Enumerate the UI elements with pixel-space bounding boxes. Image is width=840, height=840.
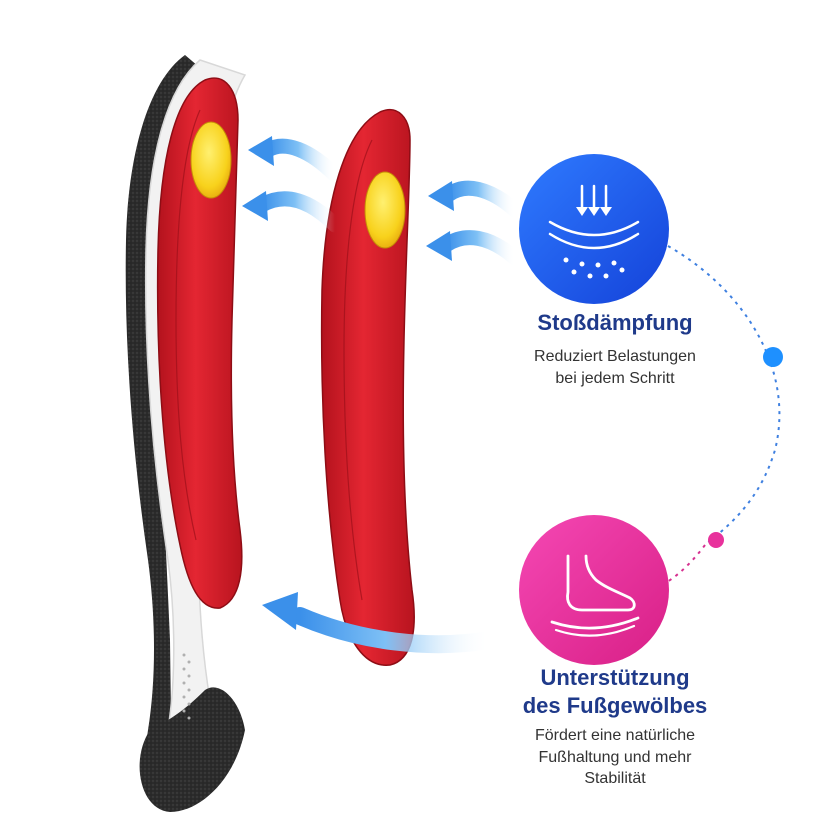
description-line: Fußhaltung und mehr	[538, 748, 692, 766]
insert-heel-pad-yellow	[364, 171, 406, 249]
title-line: Unterstützung	[540, 665, 690, 690]
arrow-right-upper	[428, 180, 523, 218]
arrow-left-lower	[242, 191, 343, 233]
insert-inner-ridge	[343, 139, 373, 601]
description-line: Reduziert Belastungen	[534, 348, 696, 365]
connector-dot-pink	[708, 532, 724, 548]
insole-felt-top	[125, 55, 205, 792]
dotted-connector	[667, 245, 781, 546]
arrow-bottom	[262, 592, 499, 654]
full-insole	[125, 55, 247, 812]
perforation-dots	[182, 653, 191, 720]
foot-arch-icon	[519, 515, 669, 665]
dotted-connector-pink	[661, 544, 706, 586]
feature-title-shock-absorption: Stoßdämpfung	[537, 310, 693, 335]
feature-description-arch-support: Fördert eine natürliche Fußhaltung und m…	[470, 725, 760, 790]
title-line: des Fußgewölbes	[522, 693, 708, 719]
arrow-right-lower	[426, 230, 523, 266]
description-line: Fördert eine natürliche	[534, 727, 696, 744]
feature-title-arch-support: Unterstützung des Fußgewölbes	[450, 664, 780, 720]
heel-pad-yellow	[190, 121, 232, 199]
heel-cup-edge	[139, 687, 245, 812]
connector-dot-blue	[763, 347, 783, 367]
description-line: bei jedem Schritt	[555, 369, 675, 387]
arrow-left-upper	[248, 136, 343, 183]
direction-arrows	[242, 136, 523, 654]
insert-body-red	[320, 109, 415, 666]
description-line: Stabilität	[584, 770, 646, 788]
arch-insert	[320, 109, 415, 666]
arch-inner-ridge	[175, 109, 201, 541]
feature-description-shock-absorption: Reduziert Belastungen bei jedem Schritt	[470, 346, 760, 389]
arch-support-red	[156, 77, 243, 609]
shock-absorption-icon	[519, 154, 669, 304]
